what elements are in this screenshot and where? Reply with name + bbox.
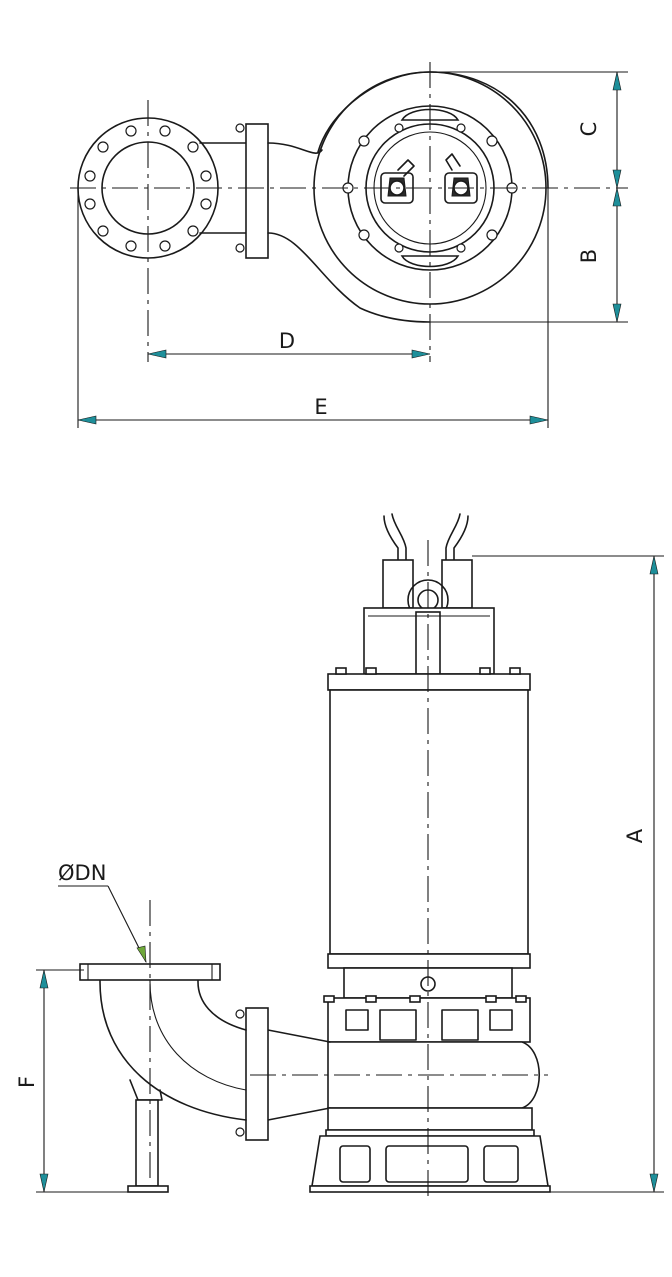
discharge-flange-bolts bbox=[84, 125, 212, 252]
label-c: C bbox=[577, 122, 601, 137]
top-dimensions bbox=[77, 71, 628, 428]
label-a: A bbox=[623, 828, 647, 843]
top-side-flange bbox=[245, 123, 269, 259]
discharge-nozzle bbox=[267, 1029, 331, 1121]
label-f: F bbox=[15, 1076, 39, 1088]
gland-right-side bbox=[441, 559, 473, 609]
label-e: E bbox=[314, 395, 327, 419]
support-leg bbox=[135, 1099, 159, 1187]
elbow-inner-curve bbox=[197, 971, 247, 1031]
elbow-outer-curve bbox=[99, 971, 247, 1121]
label-b: B bbox=[577, 249, 601, 263]
side-view bbox=[79, 513, 551, 1196]
base-plate bbox=[309, 1185, 551, 1193]
motor-top-flange bbox=[327, 673, 531, 691]
top-connecting-pipe bbox=[199, 142, 247, 234]
motor-cover-bolts bbox=[342, 123, 518, 253]
top-view bbox=[70, 62, 628, 362]
cable-right-outlet bbox=[445, 153, 461, 171]
label-dn: ØDN bbox=[58, 861, 106, 885]
cable-left-outlet bbox=[397, 159, 415, 177]
dimension-labels: C B D E A F ØDN bbox=[15, 122, 647, 1088]
cable-left-side bbox=[383, 515, 399, 561]
support-foot bbox=[127, 1185, 169, 1193]
base-ring bbox=[327, 1107, 533, 1131]
discharge-side-flange bbox=[245, 1007, 269, 1141]
base-stand bbox=[311, 1135, 549, 1187]
cable-right-side bbox=[453, 515, 469, 561]
motor-bottom-flange bbox=[327, 953, 531, 969]
side-dimensions bbox=[36, 555, 664, 1193]
motor-body bbox=[329, 689, 529, 955]
volute-lower-curve bbox=[267, 232, 431, 323]
bearing-housing bbox=[327, 997, 531, 1043]
motor-top-bolts bbox=[335, 667, 521, 675]
lifting-lug-bottom bbox=[400, 255, 460, 268]
label-d: D bbox=[279, 329, 295, 353]
housing-bolts bbox=[323, 995, 527, 1003]
volute-right-curve bbox=[429, 71, 549, 189]
volute-upper-curve bbox=[267, 142, 323, 154]
